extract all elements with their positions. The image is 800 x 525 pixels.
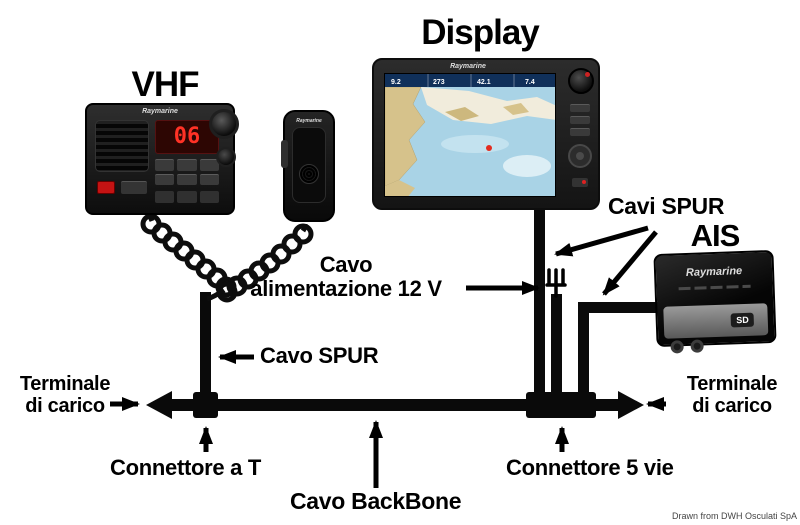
right-terminator-label: Terminale di carico bbox=[666, 373, 798, 417]
mic-ptt-button bbox=[281, 140, 288, 168]
plotter-screen: 9.2 273 42.1 7.4 bbox=[384, 73, 556, 197]
left-terminator-line1: Terminale bbox=[19, 373, 111, 395]
vhf-radio: Raymarine 06 bbox=[85, 103, 239, 215]
sd-card-badge: SD bbox=[731, 312, 755, 328]
coiled-cords bbox=[140, 208, 314, 303]
mic-brand-logo: Raymarine bbox=[296, 118, 322, 124]
map-readout: 9.2 bbox=[391, 79, 401, 86]
plotter-brand-logo: Raymarine bbox=[450, 63, 486, 70]
backbone-label: Cavo BackBone bbox=[290, 488, 462, 514]
ais-spur-cable-vertical bbox=[578, 302, 589, 400]
vhf-function-button bbox=[121, 181, 147, 194]
vhf-distress-button bbox=[97, 181, 115, 194]
vhf-key bbox=[199, 159, 219, 171]
left-terminator-label: Terminale di carico bbox=[0, 373, 130, 417]
vhf-key bbox=[155, 159, 175, 171]
chart-map: 9.2 273 42.1 7.4 bbox=[385, 74, 555, 196]
left-terminator-line2: di carico bbox=[25, 394, 105, 417]
ais-spur-cable-horizontal bbox=[578, 302, 660, 313]
chartplotter-display: Raymarine 9.2 273 42.1 7.4 bbox=[372, 58, 600, 210]
plotter-button bbox=[570, 116, 590, 124]
credit-text: Drawn from DWH Osculati SpA bbox=[671, 511, 797, 521]
display-title: Display bbox=[421, 13, 540, 52]
map-readout: 42.1 bbox=[477, 79, 491, 86]
plotter-power-button bbox=[572, 178, 588, 187]
cavi-spur-label: Cavi SPUR bbox=[608, 193, 725, 219]
cavi-spur-arrow-1 bbox=[554, 225, 649, 257]
vhf-lcd-screen: 06 bbox=[155, 120, 219, 154]
label-arrows bbox=[110, 225, 666, 488]
vhf-channel-number: 06 bbox=[173, 124, 201, 149]
power-cable bbox=[551, 294, 562, 400]
plotter-rotary-knob bbox=[568, 68, 594, 94]
cavi-spur-arrow-2 bbox=[602, 230, 658, 296]
power-cable-label-line1: Cavo bbox=[319, 252, 373, 277]
display-spur-cable bbox=[534, 206, 545, 400]
vhf-key bbox=[155, 173, 175, 185]
ais-lower-panel: SD bbox=[663, 303, 769, 339]
vhf-key bbox=[155, 191, 175, 203]
vhf-speaker-grille bbox=[95, 120, 149, 172]
vhf-volume-knob bbox=[216, 147, 236, 167]
cavo-spur-label: Cavo SPUR bbox=[260, 343, 379, 368]
power-connector-icon bbox=[545, 268, 567, 298]
left-terminator bbox=[146, 391, 172, 419]
vhf-spur-cable bbox=[200, 292, 211, 400]
right-terminator bbox=[618, 391, 644, 419]
vhf-key bbox=[199, 173, 219, 185]
vhf-title: VHF bbox=[131, 65, 200, 104]
vhf-key bbox=[177, 159, 197, 171]
t-connector bbox=[193, 392, 218, 418]
plotter-button bbox=[570, 128, 590, 136]
mic-speaker-grille bbox=[299, 164, 319, 184]
right-terminator-line1: Terminale bbox=[686, 373, 778, 395]
map-data-bar bbox=[385, 74, 555, 87]
map-waypoint-marker bbox=[486, 145, 492, 151]
power-cable-label: Cavo alimentazione 12 V bbox=[230, 253, 462, 301]
vhf-channel-knob bbox=[209, 109, 239, 139]
plotter-button bbox=[570, 104, 590, 112]
vhf-key bbox=[177, 173, 197, 185]
ais-transceiver: Raymarine SD bbox=[653, 249, 777, 354]
right-terminator-line2: di carico bbox=[692, 394, 772, 417]
map-readout: 273 bbox=[433, 79, 445, 86]
map-readout: 7.4 bbox=[525, 79, 535, 86]
plotter-dpad bbox=[568, 144, 592, 168]
five-way-label: Connettore 5 vie bbox=[506, 455, 674, 480]
t-connector-label: Connettore a T bbox=[110, 455, 262, 480]
vhf-lower-keys bbox=[155, 191, 219, 203]
vhf-key bbox=[177, 191, 197, 203]
vhf-keypad bbox=[155, 159, 219, 185]
vhf-brand-logo: Raymarine bbox=[142, 108, 178, 115]
vhf-key bbox=[199, 191, 219, 203]
vhf-handset-mic: Raymarine bbox=[281, 110, 335, 222]
ais-brand-logo: Raymarine bbox=[685, 265, 743, 279]
ais-label-lines bbox=[678, 284, 751, 291]
backbone-cable bbox=[170, 399, 620, 411]
ais-title: AIS bbox=[690, 218, 741, 253]
power-cable-label-line2: alimentazione 12 V bbox=[250, 275, 442, 301]
